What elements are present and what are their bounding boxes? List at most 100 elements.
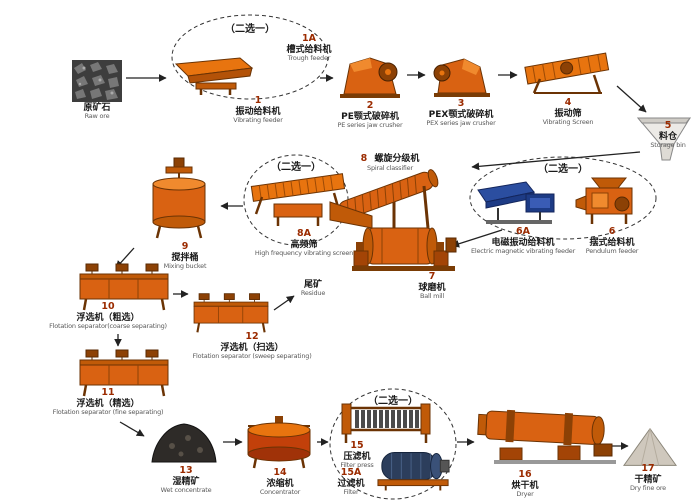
drum-filter-icon — [377, 451, 450, 491]
raw-ore-photo — [72, 60, 122, 102]
ball-mill-icon — [352, 227, 457, 271]
residue-name-cn: 尾矿 — [303, 280, 322, 290]
storage-bin-name-en: Storage bin — [650, 141, 686, 150]
wet-concentrate-name-en: Wet concentrate — [160, 486, 212, 495]
filter-name-cn: 过滤机 — [337, 478, 365, 489]
flotation-coarse-number: 10 — [101, 301, 115, 312]
high-frequency-screen-number: 8A — [297, 228, 311, 239]
label-filter: 15A 过滤机 Filter — [325, 467, 377, 497]
pe-jaw-crusher-name-en: PE series jaw crusher — [337, 121, 403, 130]
vibrating-feeder-number: 1 — [254, 95, 262, 106]
vibrating-screen-name-en: Vibrating Screen — [542, 118, 594, 127]
dryer-name-cn: 烘干机 — [511, 480, 539, 491]
high-frequency-screen-icon — [250, 173, 346, 226]
label-flotation-coarse: 10 浮选机（粗选） Flotation separator(coarse se… — [38, 301, 178, 331]
pe-jaw-crusher-name-cn: PE颚式破碎机 — [341, 111, 399, 122]
label-flotation-sweep: 12 浮选机（扫选） Flotation separator (sweep se… — [182, 331, 322, 361]
electromagnetic-feeder-name-cn: 电磁振动给料机 — [491, 237, 555, 248]
label-residue: 尾矿 Residue — [288, 280, 338, 298]
choose-one-label-feeder: （二选一） — [538, 164, 588, 175]
flotation-coarse-name-en: Flotation separator(coarse separating) — [49, 322, 167, 331]
label-pendulum-feeder: 6 摆式给料机 Pendulum feeder — [568, 226, 656, 256]
flotation-sweep-name-cn: 浮选机（扫选） — [220, 342, 284, 353]
label-mixing-bucket: 9 搅拌桶 Mixing bucket — [140, 241, 230, 271]
flotation-sweep-icon — [193, 293, 269, 333]
concentrator-name-en: Concentrator — [259, 488, 301, 497]
high-frequency-screen-name-en: High frequency vibrating screen — [254, 249, 354, 258]
raw-ore-name-cn: 原矿石 — [83, 103, 111, 113]
trough-feeder-icon — [174, 57, 254, 95]
label-concentrator: 14 浓缩机 Concentrator — [243, 467, 317, 497]
vibrating-feeder-name-cn: 振动给料机 — [235, 106, 281, 117]
filter-press-icon — [341, 403, 431, 443]
ball-mill-name-en: Ball mill — [419, 292, 445, 301]
pex-jaw-crusher-name-cn: PEX颚式破碎机 — [428, 109, 494, 120]
pex-jaw-crusher-icon — [433, 58, 490, 97]
label-storage-bin: 5 料仓 Storage bin — [645, 120, 691, 150]
pex-jaw-crusher-name-en: PEX series jaw crusher — [426, 119, 496, 128]
trough-feeder-name-cn: 槽式给料机 — [286, 44, 332, 55]
spiral-classifier-name-cn: 螺旋分级机 — [374, 154, 420, 164]
dry-fine-ore-name-cn: 干精矿 — [634, 474, 662, 485]
label-dryer: 16 烘干机 Dryer — [492, 469, 558, 499]
concentrator-number: 14 — [273, 467, 287, 478]
trough-feeder-name-en: Trough feeder — [287, 54, 331, 63]
mixing-bucket-number: 9 — [181, 241, 189, 252]
ball-mill-number: 7 — [428, 271, 436, 282]
dryer-icon — [477, 409, 616, 464]
pendulum-feeder-name-cn: 摆式给料机 — [589, 237, 635, 248]
label-high-frequency-screen: 8A 高频筛 High frequency vibrating screen — [252, 228, 356, 258]
label-wet-concentrate: 13 湿精矿 Wet concentrate — [148, 465, 224, 495]
raw-ore-name-en: Raw ore — [84, 112, 110, 121]
flotation-sweep-number: 12 — [245, 331, 259, 342]
wet-concentrate-photo — [151, 423, 217, 463]
label-pe-jaw-crusher: 2 PE颚式破碎机 PE series jaw crusher — [320, 100, 420, 130]
flotation-fine-name-en: Flotation separator (fine separating) — [52, 408, 164, 417]
residue-name-en: Residue — [300, 289, 326, 298]
label-spiral-classifier: 8 螺旋分级机 Spiral classifier — [334, 147, 446, 173]
wet-concentrate-number: 13 — [179, 465, 193, 476]
label-raw-ore: 原矿石 Raw ore — [58, 103, 136, 121]
filter-press-number: 15 — [350, 440, 364, 451]
label-vibrating-screen: 4 振动筛 Vibrating Screen — [522, 97, 614, 127]
storage-bin-name-cn: 料仓 — [658, 131, 677, 142]
label-vibrating-feeder: 1 振动给料机 Vibrating feeder — [212, 95, 304, 125]
concentrator-icon — [247, 416, 311, 469]
spiral-classifier-icon — [329, 169, 439, 229]
mixing-bucket-icon — [152, 157, 206, 239]
pe-jaw-crusher-icon — [340, 57, 400, 98]
vibrating-feeder-name-en: Vibrating feeder — [233, 116, 283, 125]
vibrating-screen-number: 4 — [564, 97, 572, 108]
label-ball-mill: 7 球磨机 Ball mill — [402, 271, 462, 301]
pendulum-feeder-name-en: Pendulum feeder — [585, 247, 639, 256]
choose-one-label-top: （二选一） — [225, 24, 275, 35]
flotation-fine-number: 11 — [101, 387, 115, 398]
vibrating-screen-name-cn: 振动筛 — [554, 108, 582, 119]
dryer-number: 16 — [518, 469, 532, 480]
spiral-classifier-name-en: Spiral classifier — [367, 164, 413, 173]
concentrator-name-cn: 浓缩机 — [266, 478, 294, 489]
label-dry-fine-ore: 17 干精矿 Dry fine ore — [614, 463, 682, 493]
label-electromagnetic-feeder: 6A 电磁振动给料机 Electric magnetic vibrating f… — [468, 226, 578, 256]
flotation-sweep-name-en: Flotation separator (sweep separating) — [192, 352, 312, 361]
dryer-name-en: Dryer — [516, 490, 534, 499]
label-pex-jaw-crusher: 3 PEX颚式破碎机 PEX series jaw crusher — [410, 98, 512, 128]
choose-one-label-screen: （二选一） — [271, 162, 321, 173]
pendulum-feeder-number: 6 — [608, 226, 616, 237]
pex-jaw-crusher-number: 3 — [457, 98, 465, 109]
wet-concentrate-name-cn: 湿精矿 — [172, 476, 200, 487]
flotation-fine-name-cn: 浮选机（精选） — [76, 398, 140, 409]
electromagnetic-feeder-number: 6A — [516, 226, 530, 237]
choose-one-label-filter: （二选一） — [368, 396, 418, 407]
storage-bin-number: 5 — [664, 120, 672, 131]
electromagnetic-vibrating-feeder-icon — [477, 181, 555, 224]
dry-fine-ore-name-en: Dry fine ore — [630, 484, 666, 493]
filter-name-en: Filter — [343, 488, 359, 497]
high-frequency-screen-name-cn: 高频筛 — [290, 239, 318, 250]
vibrating-screen-icon — [524, 52, 610, 94]
trough-feeder-number: 1A — [302, 33, 316, 44]
filter-press-name-cn: 压滤机 — [343, 451, 371, 462]
storage-bin-icon — [636, 117, 692, 161]
ball-mill-name-cn: 球磨机 — [418, 282, 446, 293]
